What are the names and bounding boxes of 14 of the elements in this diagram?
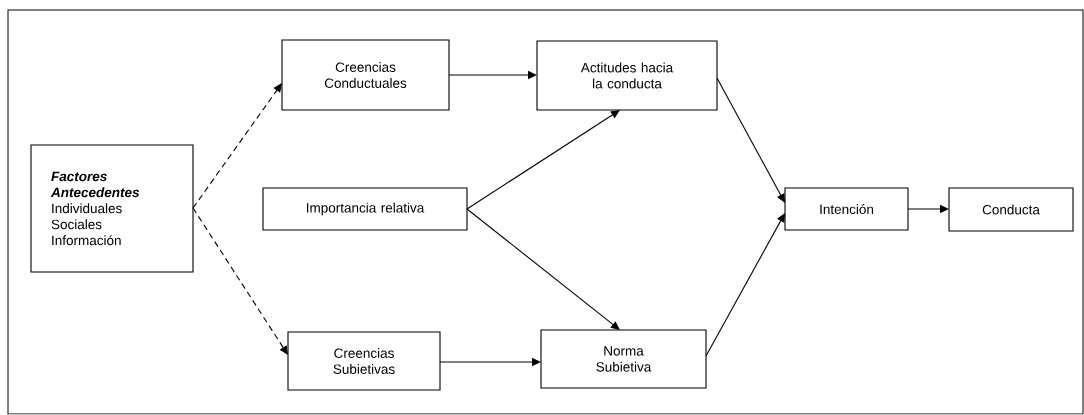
arrow <box>705 213 785 357</box>
arrow <box>466 110 620 210</box>
arrow <box>192 83 282 209</box>
arrow <box>192 207 288 355</box>
process-box: Importancia relativa <box>262 187 468 231</box>
arrow <box>716 77 785 203</box>
process-box: Intención <box>784 187 909 231</box>
process-box: Conducta <box>948 187 1074 232</box>
process-box: Actitudes hacia la conducta <box>536 40 718 111</box>
process-box: Creencias Subietivas <box>287 331 441 391</box>
process-box: Norma Subietiva <box>540 329 707 389</box>
arrow <box>466 208 620 330</box>
process-box: Creencias Conductuales <box>281 39 450 111</box>
process-box: Factores Antecedentes Individuales Sociales Información <box>30 144 194 273</box>
